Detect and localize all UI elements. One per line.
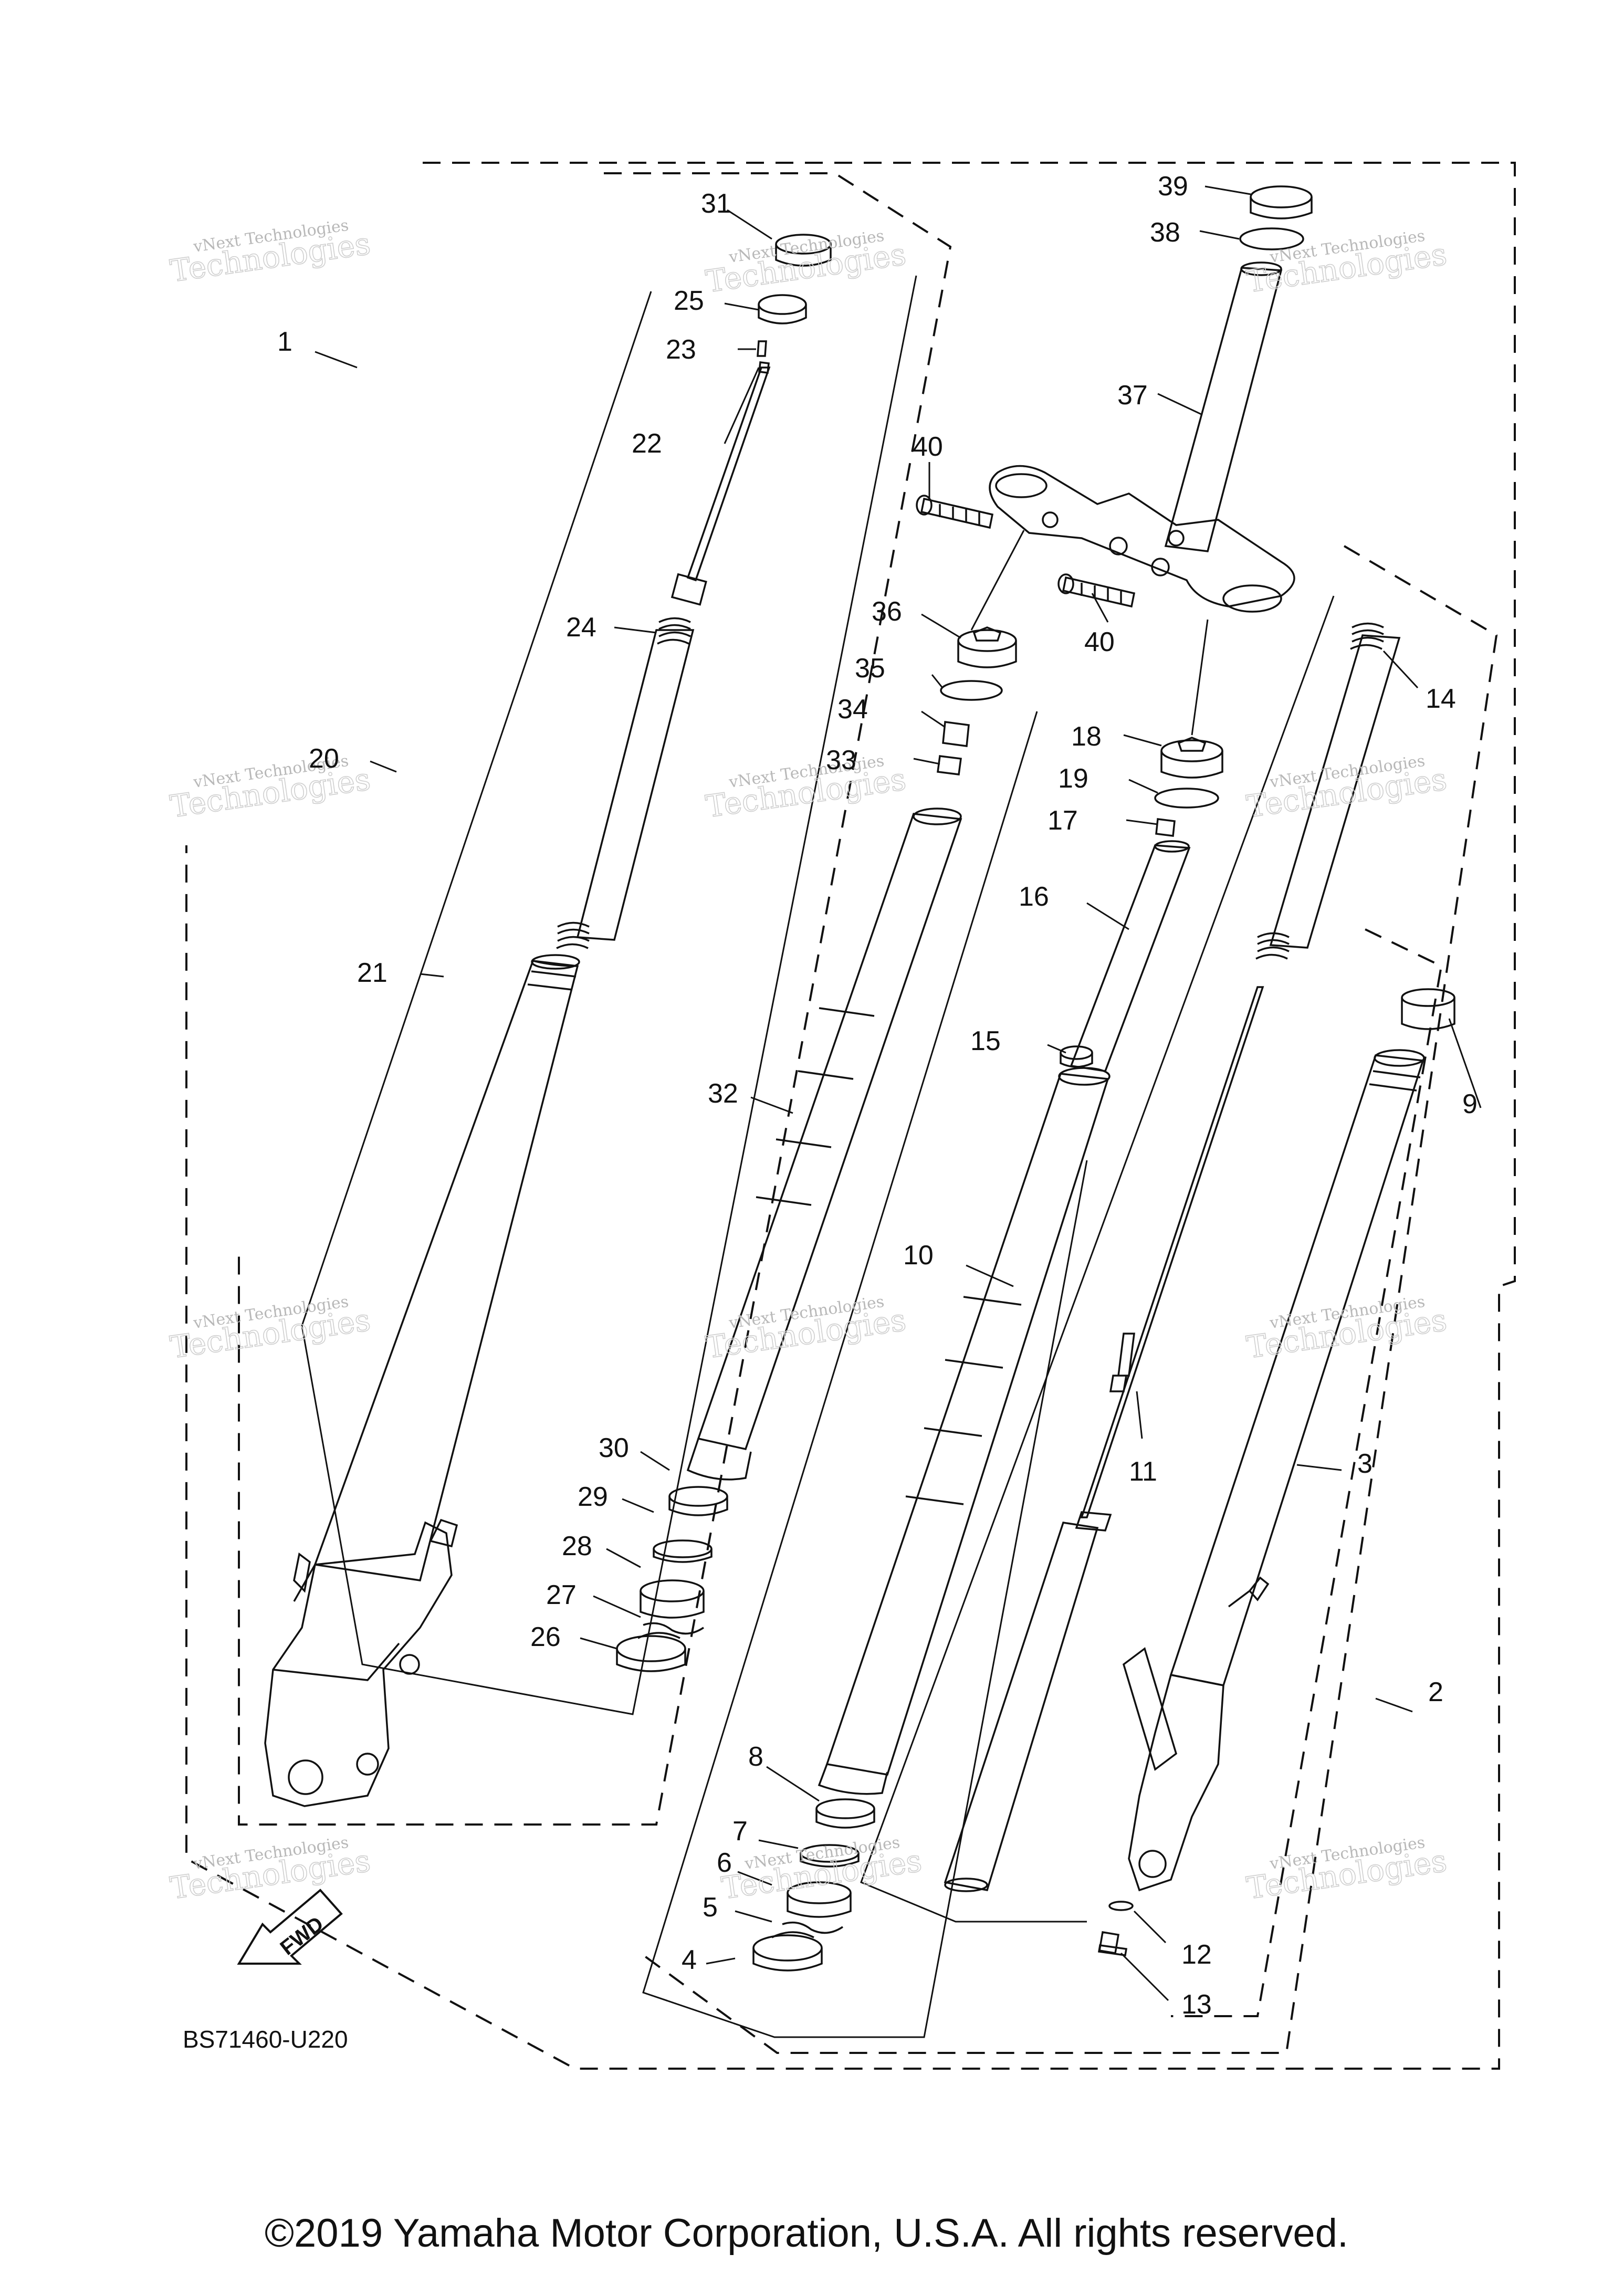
- boundary-right-fork-2: [640, 545, 1498, 2054]
- fork-bottom-3: [1128, 1673, 1224, 1892]
- part-label: 4: [682, 1945, 697, 1975]
- fwd-arrow-icon: [237, 1889, 343, 1965]
- part-label: 1: [277, 327, 292, 357]
- inner-tube-32: [697, 813, 962, 1451]
- part-label: 3: [1357, 1449, 1373, 1479]
- part-label: 2: [1428, 1677, 1443, 1707]
- part-label: 6: [717, 1848, 732, 1878]
- steering-stem-37: [1164, 267, 1283, 552]
- part-label: 24: [566, 612, 596, 643]
- damper-rod-11: [1080, 986, 1264, 1518]
- part-label: 15: [970, 1026, 1001, 1056]
- solid-group-lines: [301, 275, 1335, 2038]
- part-label: 5: [703, 1892, 718, 1923]
- copyright-notice: ©2019 Yamaha Motor Corporation, U.S.A. A…: [265, 2211, 1348, 2256]
- spring-14: [1269, 634, 1401, 949]
- part-label: 20: [309, 743, 339, 774]
- spring-24: [576, 629, 695, 941]
- part-labels: 1 2 3 4 5 6 7 8 9 10 11 12 13 14 15 16 1…: [277, 171, 1478, 2020]
- part-label: 33: [826, 745, 856, 775]
- part-label: 30: [599, 1433, 629, 1463]
- part-label: 10: [903, 1240, 934, 1271]
- part-label: 14: [1426, 684, 1456, 714]
- fwd-label: FWD: [276, 1912, 328, 1960]
- part-label: 16: [1019, 882, 1049, 912]
- boundary-assembly-1: [185, 162, 1516, 2070]
- rod-nut-22: [671, 573, 707, 606]
- part-label: 36: [872, 596, 902, 627]
- right-fork-parts: [1097, 622, 1455, 1956]
- leader-lines: [315, 185, 1482, 2001]
- damper-rod-22: [686, 366, 771, 582]
- part-label: 35: [855, 653, 885, 684]
- bolt-40a: [916, 495, 994, 529]
- part-label: 39: [1158, 171, 1188, 202]
- part-label: 40: [913, 432, 943, 462]
- tube-11: [944, 1522, 1099, 1892]
- part-label: 38: [1150, 217, 1180, 248]
- left-fork-parts: [264, 234, 832, 1807]
- part-label: 19: [1058, 763, 1088, 794]
- center-left-parts: [686, 626, 1017, 1481]
- outer-tube-21: [313, 960, 579, 1581]
- part-label: 27: [546, 1580, 577, 1610]
- part-label: 40: [1084, 627, 1115, 657]
- boundary-left-fork-20: [238, 172, 952, 1826]
- part-label: 28: [562, 1531, 592, 1561]
- part-label: 29: [578, 1482, 608, 1512]
- part-label: 8: [748, 1742, 763, 1772]
- part-label: 37: [1117, 380, 1148, 411]
- left-inner-group-outline: [301, 275, 917, 1715]
- part-label: 22: [632, 428, 662, 459]
- nut-17: [1155, 818, 1176, 837]
- part-label: 11: [1129, 1456, 1157, 1487]
- part-label: 26: [530, 1622, 561, 1652]
- bushing-9: [1401, 988, 1455, 1007]
- bolt-40b: [1057, 573, 1136, 608]
- seal-38: [1239, 227, 1304, 250]
- nut-34: [942, 721, 970, 747]
- inner-tube-10: [825, 1073, 1109, 1776]
- drawing-code: BS71460-U220: [183, 2026, 348, 2053]
- part-label: 31: [701, 188, 731, 219]
- part-label: 34: [837, 694, 868, 725]
- washer-12: [1108, 1901, 1134, 1911]
- seal-stack-center: [752, 1798, 875, 1972]
- center-outer-group-outline: [860, 595, 1335, 1923]
- part-label: 18: [1071, 721, 1102, 752]
- fork-bottom-21: [264, 1521, 453, 1807]
- part-label: 7: [732, 1816, 748, 1847]
- oring-36: [940, 680, 1003, 701]
- boundary-right-inner: [1171, 928, 1443, 2017]
- part-label: 12: [1181, 1939, 1212, 1970]
- center-inner-group-outline: [642, 711, 1088, 2038]
- part-label: 21: [357, 958, 387, 988]
- part-label: 13: [1181, 1989, 1212, 2020]
- cartridge-16: [1070, 844, 1191, 1072]
- steering-parts: [916, 185, 1313, 613]
- oring-19: [1154, 788, 1219, 809]
- bolt-13: [1097, 1931, 1128, 1956]
- cap-33: [937, 755, 962, 775]
- part-label: 17: [1048, 805, 1078, 836]
- part-label: 23: [666, 334, 696, 365]
- bearing-39: [1250, 185, 1313, 208]
- part-label: 25: [674, 286, 704, 316]
- assembly-boundaries: [185, 162, 1516, 2070]
- part-label: 9: [1462, 1089, 1478, 1119]
- center-parts: [752, 737, 1264, 1972]
- part-label: 32: [708, 1078, 738, 1109]
- cap-25: [758, 294, 807, 315]
